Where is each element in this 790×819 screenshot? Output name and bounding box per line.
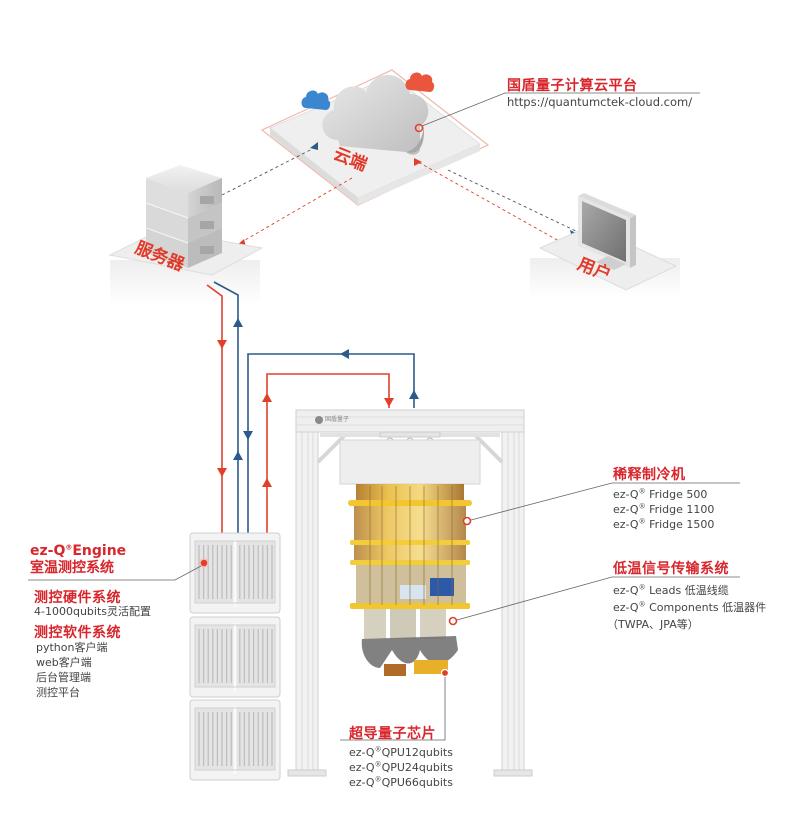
- cloud-callout-dot: [414, 123, 424, 133]
- cloud-platform-edge: [270, 128, 358, 205]
- chip-list: ez-Q®QPU12qubits ez-Q®QPU24qubits ez-Q®Q…: [349, 745, 453, 790]
- software-item: python客户端: [36, 641, 108, 654]
- cloud-platform-url[interactable]: https://quantumctek-cloud.com/: [507, 95, 693, 109]
- wire-blue-loop: [247, 353, 415, 540]
- software-item: 后台管理端: [36, 671, 91, 684]
- arrow-left-blue: [340, 349, 349, 359]
- software-list: python客户端 web客户端 后台管理端 测控平台: [36, 640, 107, 700]
- cloud-callout-line: [421, 92, 700, 127]
- hardware-desc: 4-1000qubits灵活配置: [34, 605, 151, 618]
- link-server-cloud-up: [221, 145, 319, 196]
- arrow-up-red-2: [262, 478, 272, 487]
- arrow-down-red-2: [384, 398, 394, 407]
- cloud-icon-large: [322, 75, 429, 155]
- fridge-top-plate: [379, 431, 441, 438]
- arrow-to-cloud-from-user: [414, 158, 422, 166]
- link-cloud-server-down: [239, 177, 353, 244]
- arrow-up-blue-3: [233, 451, 243, 460]
- arrow-down-blue: [243, 431, 253, 440]
- wire-blue-up: [213, 281, 239, 540]
- arrow-to-cloud-from-server: [310, 142, 318, 150]
- chip-callout-dot: [440, 668, 450, 678]
- dilution-fridge-title: 稀释制冷机: [613, 467, 686, 483]
- link-cloud-user-down: [447, 169, 579, 233]
- cloud-platform-edge-right: [358, 144, 480, 205]
- arrow-up-blue-2: [409, 390, 419, 399]
- monitor-icon: [578, 193, 636, 270]
- software-item: 测控平台: [36, 686, 80, 699]
- server-node: [108, 165, 264, 305]
- fridge-frame: [287, 409, 533, 777]
- signal-arrows: [217, 318, 419, 487]
- cryo-signal-list: ez-Q® Leads 低温线缆 ez-Q® Components 低温器件 （…: [607, 582, 767, 633]
- link-user-cloud-up: [417, 161, 569, 247]
- user-node: [530, 193, 680, 298]
- cryo-item: ez-Q® Leads 低温线缆: [613, 583, 729, 597]
- engine-callout-dot: [199, 558, 209, 568]
- rack-cabinet: [189, 532, 281, 781]
- fridge-item: ez-Q® Fridge 1500: [613, 517, 715, 531]
- engine-title: ez-Q®Engine 室温测控系统: [30, 543, 127, 576]
- software-item: web客户端: [36, 656, 92, 669]
- cloud-icon-red: [405, 72, 435, 92]
- frame-left-post: [295, 431, 319, 773]
- hardware-title: 测控硬件系统: [34, 590, 121, 606]
- arrow-up-red-1: [262, 393, 272, 402]
- cryo-signal-title: 低温信号传输系统: [613, 561, 729, 577]
- frame-brand-text: 国盾量子: [325, 416, 350, 423]
- brand-logo-icon: [315, 416, 323, 424]
- cloud-node: [260, 69, 490, 206]
- network-dashed-links: [221, 145, 579, 247]
- cryo-callout-line: [456, 576, 740, 621]
- cloud-platform-title: 国盾量子计算云平台: [507, 78, 638, 94]
- fridge-housing: [339, 439, 481, 485]
- arrow-up-blue-1: [233, 318, 243, 327]
- fridge-item: ez-Q® Fridge 1100: [613, 502, 715, 516]
- wire-red-down: [206, 284, 223, 540]
- arrow-down-red-3: [217, 468, 227, 477]
- chip-item: ez-Q®QPU12qubits: [349, 745, 453, 759]
- engine-callout-line: [28, 565, 202, 581]
- fridge-callout-dot: [462, 516, 472, 526]
- engine-subtitle: 室温测控系统: [30, 560, 114, 576]
- chip-item: ez-Q®QPU66qubits: [349, 775, 453, 789]
- arrow-down-red-1: [217, 340, 227, 349]
- chip-title: 超导量子芯片: [349, 726, 436, 742]
- fridge-item: ez-Q® Fridge 500: [613, 487, 708, 501]
- cryo-note: （TWPA、JPA等）: [607, 618, 699, 631]
- software-title: 测控软件系统: [34, 625, 121, 641]
- server-stack-icon: [145, 165, 222, 268]
- chip-callout-line: [340, 677, 446, 741]
- dilution-fridge-list: ez-Q® Fridge 500 ez-Q® Fridge 1100 ez-Q®…: [613, 487, 714, 532]
- cryo-item: ez-Q® Components 低温器件: [613, 600, 767, 614]
- dilution-fridge-internals: [348, 484, 472, 678]
- chip-item: ez-Q®QPU24qubits: [349, 760, 453, 774]
- fridge-callout-line: [470, 482, 740, 521]
- cryo-callout-dot: [448, 616, 458, 626]
- wire-red-loop: [266, 373, 390, 540]
- cloud-icon-blue: [301, 90, 331, 110]
